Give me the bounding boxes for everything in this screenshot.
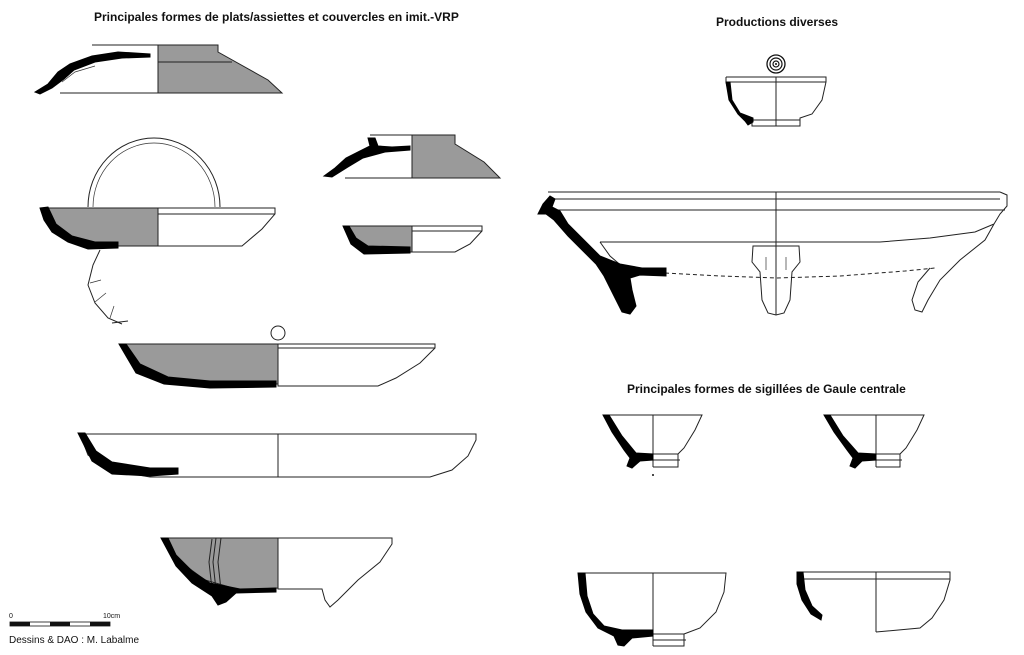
vessel-dish-small bbox=[342, 225, 483, 255]
vessel-sigillee-bowl-1 bbox=[577, 572, 727, 647]
title-sigillees-gaule-centrale: Principales formes de sigillées de Gaule… bbox=[627, 382, 906, 396]
vessel-dish-handled bbox=[39, 137, 276, 325]
scale-bar bbox=[9, 621, 111, 627]
vessel-bowl-footed bbox=[160, 537, 393, 608]
title-productions-diverses: Productions diverses bbox=[716, 15, 839, 29]
vessel-sigillee-cup-1 bbox=[602, 414, 703, 476]
title-imit-vrp: Principales formes de plats/assiettes et… bbox=[94, 10, 459, 24]
drawing-credit: Dessins & DAO : M. Labalme bbox=[9, 635, 140, 646]
vessel-basin-footed bbox=[537, 191, 1008, 316]
vessel-bowl-stamped bbox=[725, 54, 827, 127]
vessel-sigillee-bowl-2 bbox=[796, 571, 951, 633]
scale-label-end: 10cm bbox=[103, 613, 121, 620]
vessel-lid-1 bbox=[33, 44, 284, 95]
vessel-dish-large bbox=[118, 325, 436, 389]
vessel-plate-flat bbox=[77, 432, 477, 478]
scale-label-start: 0 bbox=[9, 613, 13, 620]
vessel-sigillee-cup-2 bbox=[823, 414, 925, 469]
vessel-lid-2 bbox=[322, 134, 502, 179]
